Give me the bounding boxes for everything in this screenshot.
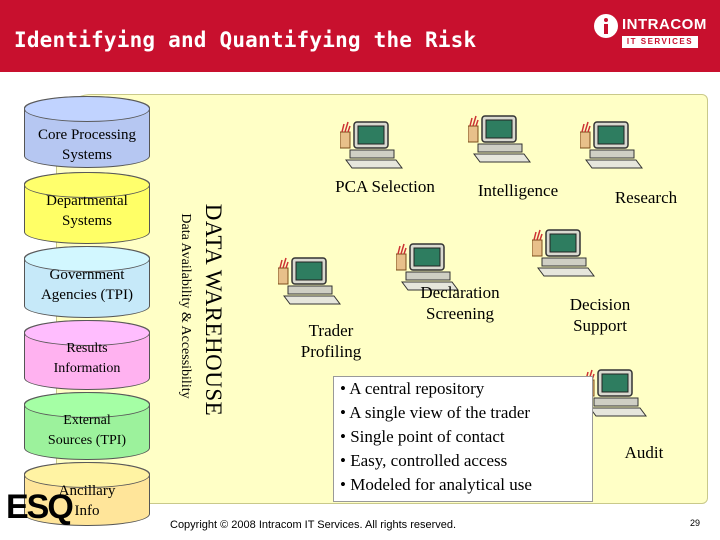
computer-workstation-icon bbox=[531, 226, 602, 280]
label-research: Research bbox=[614, 188, 678, 207]
logo-name: INTRACOM bbox=[622, 16, 707, 33]
bullet-item: • Easy, controlled access bbox=[340, 451, 508, 470]
label-audit: Audit bbox=[624, 443, 664, 462]
bullet-item: • A single view of the trader bbox=[340, 403, 531, 422]
esq-mark: ESQ bbox=[6, 488, 74, 526]
computer-workstation-icon bbox=[277, 254, 348, 308]
label-intelligence: Intelligence bbox=[477, 181, 559, 200]
intracom-logo-icon bbox=[594, 14, 618, 38]
bullet-item: • A central repository bbox=[340, 379, 485, 398]
bullet-item: • Modeled for analytical use bbox=[340, 475, 532, 494]
data-warehouse-subtitle: Data Availability & Accessibility bbox=[178, 213, 193, 399]
computer-workstation-icon bbox=[339, 118, 410, 172]
slide-title: Identifying and Quantifying the Risk bbox=[14, 28, 477, 52]
computer-workstation-icon bbox=[579, 118, 650, 172]
computer-workstation-icon bbox=[395, 240, 466, 294]
intracom-logo: INTRACOM IT SERVICES bbox=[594, 10, 706, 56]
repository-bullets: • A central repository • A single view o… bbox=[333, 376, 593, 502]
page-number: 29 bbox=[690, 518, 701, 528]
copyright-text: Copyright © 2008 Intracom IT Services. A… bbox=[170, 519, 457, 531]
title-bar: Identifying and Quantifying the Risk INT… bbox=[0, 0, 720, 72]
label-pca-selection: PCA Selection bbox=[335, 177, 435, 196]
computer-workstation-icon bbox=[583, 366, 654, 420]
computer-workstation-icon bbox=[467, 112, 538, 166]
bullet-item: • Single point of contact bbox=[340, 427, 505, 446]
logo-subtitle: IT SERVICES bbox=[622, 36, 698, 48]
data-warehouse-label: DATA WAREHOUSE bbox=[201, 203, 226, 417]
